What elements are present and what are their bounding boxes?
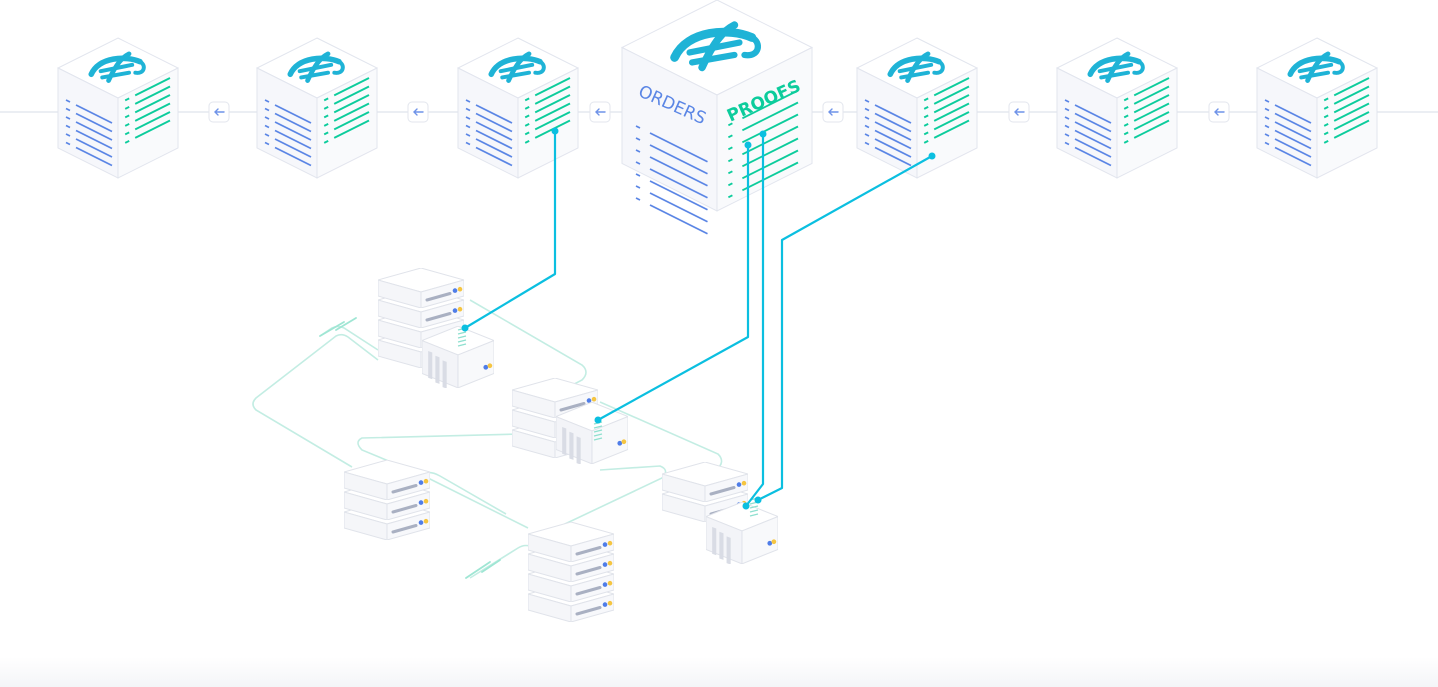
arrow-left-icon bbox=[589, 101, 611, 123]
block bbox=[855, 37, 979, 179]
footer-shadow bbox=[0, 657, 1438, 687]
connection-dot bbox=[754, 496, 762, 504]
connection-line bbox=[464, 131, 557, 329]
connection-dot bbox=[759, 130, 767, 138]
server-cluster-e bbox=[528, 522, 614, 622]
connection-dot bbox=[928, 152, 936, 160]
connection-dot bbox=[461, 324, 469, 332]
arrow-left-icon bbox=[208, 101, 230, 123]
connection-dot bbox=[742, 502, 750, 510]
connection-dot bbox=[744, 141, 752, 149]
connection-dot bbox=[594, 416, 602, 424]
block bbox=[1055, 37, 1179, 179]
block bbox=[1255, 37, 1379, 179]
connection-line bbox=[757, 155, 933, 501]
block bbox=[255, 37, 379, 179]
connection-dot bbox=[551, 127, 559, 135]
block bbox=[56, 37, 180, 179]
storage-network bbox=[319, 268, 778, 622]
block bbox=[456, 37, 580, 179]
deal-connections bbox=[464, 131, 933, 507]
arrow-left-icon bbox=[1008, 101, 1030, 123]
arrow-left-icon bbox=[407, 101, 429, 123]
connection-line bbox=[745, 134, 765, 507]
server-cluster-c bbox=[344, 460, 430, 540]
connection-line bbox=[597, 145, 750, 421]
arrow-left-icon bbox=[822, 101, 844, 123]
arrow-left-icon bbox=[1208, 101, 1230, 123]
